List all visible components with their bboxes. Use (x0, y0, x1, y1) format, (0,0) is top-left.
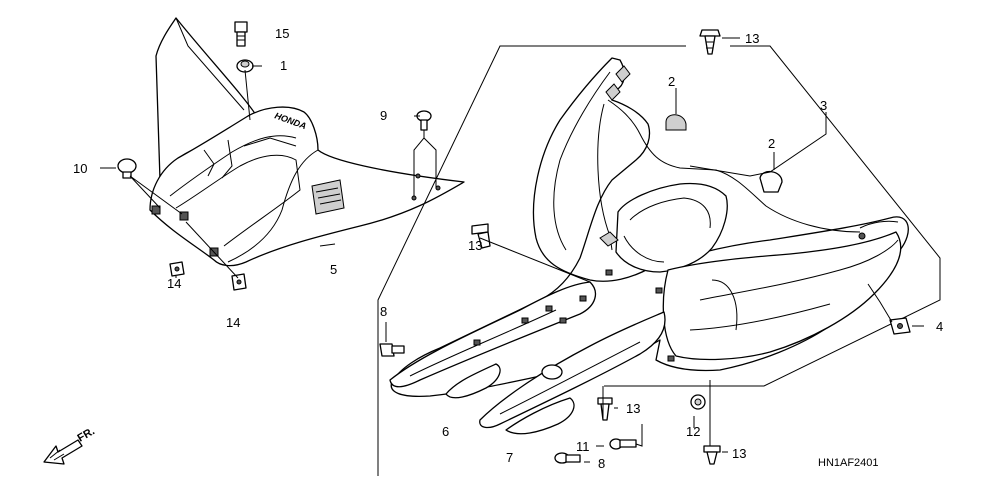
assembly-boundary (377, 45, 941, 476)
callout-14-a: 14 (167, 276, 181, 291)
nut-14-b (231, 273, 247, 291)
callout-13-center: 13 (626, 401, 640, 416)
callout-9: 9 (380, 108, 387, 123)
screw-9 (416, 110, 432, 131)
rear-cowl-assembly (389, 57, 909, 429)
front-arrow-label: FR. (76, 425, 97, 444)
nut-14-a (169, 261, 185, 277)
bolt-15 (234, 21, 248, 47)
cushion-2-lower (759, 171, 783, 193)
callout-labels: 15 1 9 10 5 14 14 13 2 3 2 13 4 8 6 7 13… (73, 26, 943, 471)
leader-lines (100, 37, 924, 463)
garnish-6 (445, 363, 501, 399)
callout-10: 10 (73, 161, 87, 176)
callout-13-bottom: 13 (732, 446, 746, 461)
callout-14-b: 14 (226, 315, 240, 330)
callout-8-lower: 8 (598, 456, 605, 471)
callout-8-upper: 8 (380, 304, 387, 319)
callout-5: 5 (330, 262, 337, 277)
bolt-8-upper (379, 343, 405, 357)
clip-13-top (699, 29, 721, 55)
rear-fender-assembly: HONDA (149, 17, 465, 267)
callout-2-upper: 2 (668, 74, 675, 89)
diagram-ref-code: HN1AF2401 (818, 457, 879, 469)
callout-3: 3 (820, 98, 827, 113)
callout-12: 12 (686, 424, 700, 439)
callout-15: 15 (275, 26, 289, 41)
callout-2-lower: 2 (768, 136, 775, 151)
callout-1: 1 (280, 58, 287, 73)
rivet-10 (117, 158, 137, 179)
callout-4: 4 (936, 319, 943, 334)
clip-13-center (597, 397, 613, 421)
garnish-7 (505, 397, 575, 435)
callout-13-top: 13 (745, 31, 759, 46)
bolt-8-lower (554, 452, 581, 464)
cushion-2-upper (665, 114, 687, 131)
front-direction-arrow: FR. (43, 425, 97, 465)
callout-6: 6 (442, 424, 449, 439)
callout-11: 11 (576, 439, 590, 454)
nut-4 (889, 317, 911, 335)
screw-11 (609, 438, 637, 450)
callout-13-left: 13 (468, 238, 482, 253)
callout-7: 7 (506, 450, 513, 465)
grommet-12 (690, 394, 706, 410)
clip-13-bottom (703, 445, 721, 465)
